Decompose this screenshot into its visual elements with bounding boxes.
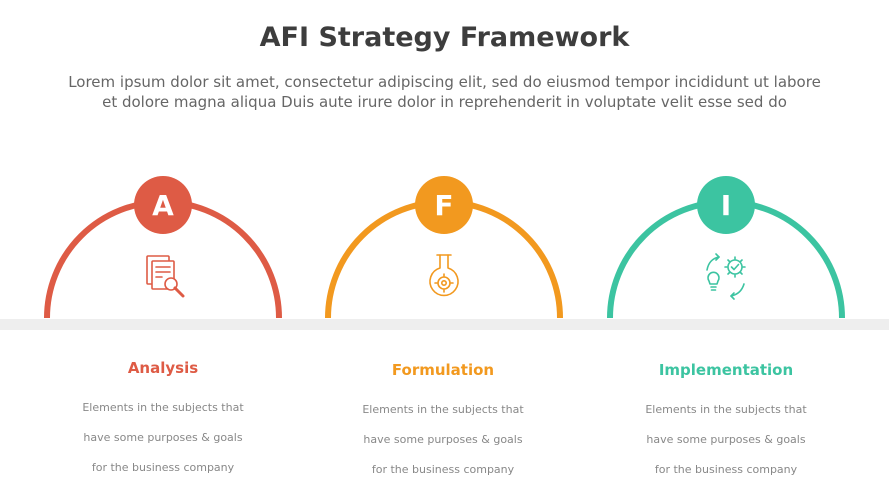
implementation-letter: I	[721, 189, 731, 222]
step-implementation: I	[607, 176, 845, 319]
subtitle-line-1: Lorem ipsum dolor sit amet, consectetur …	[68, 73, 821, 91]
implementation-desc-line-1: Elements in the subjects that	[645, 403, 807, 416]
analysis-description: Elements in the subjects that have some …	[68, 385, 258, 490]
document-search-icon	[146, 255, 185, 298]
implementation-title: Implementation	[658, 361, 794, 379]
analysis-desc-line-2: have some purposes & goals	[83, 431, 243, 444]
base-band	[0, 319, 889, 330]
flask-gear-icon	[429, 254, 459, 297]
analysis-letter-circle	[134, 176, 192, 234]
implementation-letter-circle	[697, 176, 755, 234]
formulation-title: Formulation	[391, 361, 495, 379]
subtitle-line-2: et dolore magna aliqua Duis aute irure d…	[102, 93, 787, 111]
formulation-desc-line-3: for the business company	[371, 463, 515, 476]
formulation-letter-circle	[415, 176, 473, 234]
analysis-desc-line-1: Elements in the subjects that	[82, 401, 244, 414]
implementation-desc-line-2: have some purposes & goals	[646, 433, 806, 446]
analysis-title: Analysis	[127, 359, 199, 377]
analysis-letter: A	[152, 189, 174, 222]
formulation-desc-line-2: have some purposes & goals	[363, 433, 523, 446]
page-title: AFI Strategy Framework	[259, 22, 630, 53]
formulation-desc-line-1: Elements in the subjects that	[362, 403, 524, 416]
formulation-description: Elements in the subjects that have some …	[348, 387, 538, 492]
formulation-letter: F	[434, 189, 453, 222]
page-subtitle: Lorem ipsum dolor sit amet, consectetur …	[40, 72, 849, 112]
implementation-desc-line-3: for the business company	[654, 463, 798, 476]
step-analysis: A	[44, 176, 282, 319]
step-formulation: F	[325, 176, 563, 319]
implementation-description: Elements in the subjects that have some …	[631, 387, 821, 492]
gear-lightbulb-cycle-icon	[706, 253, 746, 300]
analysis-desc-line-3: for the business company	[91, 461, 235, 474]
